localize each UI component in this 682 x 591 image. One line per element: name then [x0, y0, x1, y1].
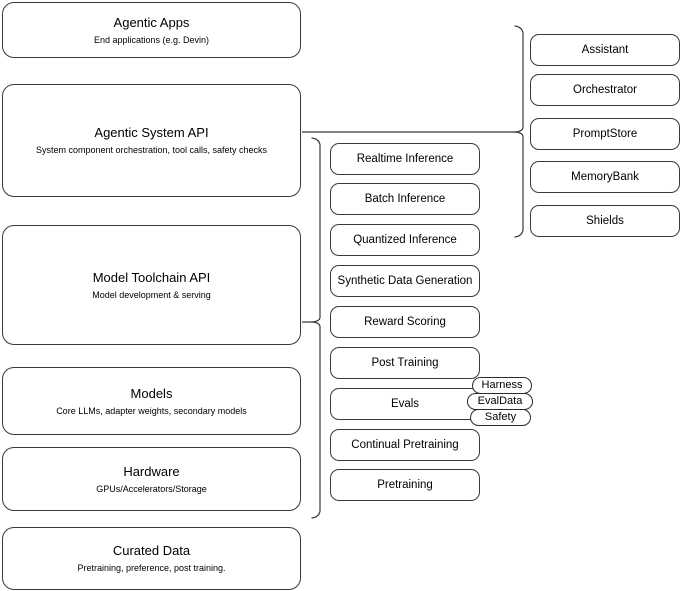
- layer-subtitle: Pretraining, preference, post training.: [77, 563, 226, 573]
- layer-subtitle: Core LLMs, adapter weights, secondary mo…: [56, 405, 247, 416]
- toolchain-box-realtime-inference[interactable]: Realtime Inference: [330, 143, 480, 175]
- layer-title: Models: [130, 385, 173, 401]
- toolchain-box-post-training[interactable]: Post Training: [330, 347, 480, 379]
- layer-title: Agentic System API: [94, 125, 209, 140]
- toolchain-label: Evals: [390, 398, 420, 410]
- toolchain-label: Post Training: [371, 357, 439, 369]
- toolchain-label: Pretraining: [377, 479, 433, 491]
- layer-title: Agentic Apps: [113, 14, 190, 30]
- system-box-memorybank[interactable]: MemoryBank: [530, 161, 680, 193]
- evals-tag-label: Safety: [484, 411, 517, 423]
- system-box-promptstore[interactable]: PromptStore: [530, 118, 680, 150]
- evals-tag-label: Harness: [481, 379, 523, 391]
- toolchain-box-synthetic-data-generation[interactable]: Synthetic Data Generation: [330, 265, 480, 297]
- layer-box-curated-data[interactable]: Curated Data Pretraining, preference, po…: [2, 527, 301, 590]
- system-box-assistant[interactable]: Assistant: [530, 34, 680, 66]
- system-label: Orchestrator: [573, 84, 637, 96]
- evals-tag-label: EvalData: [477, 395, 523, 407]
- layer-subtitle: Model development & serving: [92, 289, 211, 300]
- evals-tag-safety[interactable]: Safety: [470, 409, 531, 426]
- system-label: MemoryBank: [571, 171, 639, 183]
- toolchain-label: Synthetic Data Generation: [337, 275, 473, 287]
- layer-title: Curated Data: [112, 543, 191, 558]
- layer-subtitle: End applications (e.g. Devin): [93, 34, 210, 45]
- layer-box-agentic-system-api[interactable]: Agentic System API System component orch…: [2, 84, 301, 197]
- layer-subtitle: System component orchestration, tool cal…: [35, 145, 268, 155]
- system-box-shields[interactable]: Shields: [530, 205, 680, 237]
- toolchain-box-pretraining[interactable]: Pretraining: [330, 469, 480, 501]
- toolchain-label: Quantized Inference: [353, 234, 457, 246]
- layer-box-agentic-apps[interactable]: Agentic Apps End applications (e.g. Devi…: [2, 2, 301, 58]
- toolchain-box-reward-scoring[interactable]: Reward Scoring: [330, 306, 480, 338]
- brace-system-components: [512, 25, 524, 238]
- toolchain-box-evals[interactable]: Evals: [330, 388, 480, 420]
- layer-title: Hardware: [123, 463, 180, 479]
- system-label: PromptStore: [572, 128, 638, 140]
- toolchain-label: Reward Scoring: [364, 316, 446, 328]
- toolchain-label: Realtime Inference: [356, 153, 454, 165]
- layer-title: Model Toolchain API: [92, 269, 211, 285]
- toolchain-box-continual-pretraining[interactable]: Continual Pretraining: [330, 429, 480, 461]
- layer-box-models[interactable]: Models Core LLMs, adapter weights, secon…: [2, 367, 301, 435]
- layer-box-model-toolchain-api[interactable]: Model Toolchain API Model development & …: [2, 225, 301, 345]
- system-label: Assistant: [581, 44, 629, 56]
- toolchain-box-quantized-inference[interactable]: Quantized Inference: [330, 224, 480, 256]
- system-label: Shields: [586, 215, 624, 227]
- system-box-orchestrator[interactable]: Orchestrator: [530, 74, 680, 106]
- toolchain-label: Batch Inference: [364, 193, 446, 205]
- layer-box-hardware[interactable]: Hardware GPUs/Accelerators/Storage: [2, 447, 301, 511]
- toolchain-label: Continual Pretraining: [351, 439, 459, 451]
- evals-tag-evaldata[interactable]: EvalData: [467, 393, 533, 410]
- toolchain-box-batch-inference[interactable]: Batch Inference: [330, 183, 480, 215]
- brace-toolchain-components: [309, 137, 321, 519]
- evals-tag-harness[interactable]: Harness: [472, 377, 532, 394]
- layer-subtitle: GPUs/Accelerators/Storage: [96, 483, 207, 494]
